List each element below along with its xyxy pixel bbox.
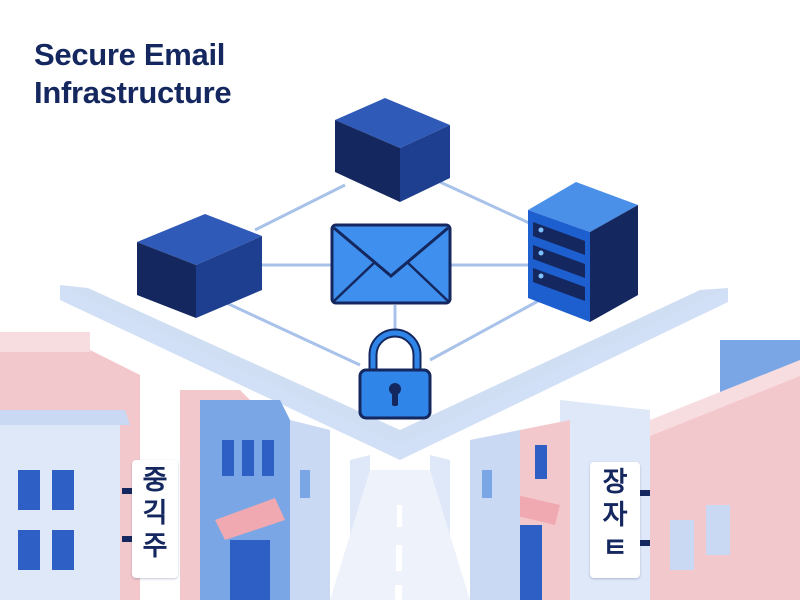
sign-bracket <box>122 536 132 542</box>
sign-char: 중 <box>142 465 168 496</box>
sign-char: ㅌ <box>602 533 628 564</box>
cube-node-icon <box>335 98 450 202</box>
title-line-2: Infrastructure <box>34 75 232 110</box>
title-line-1: Secure Email <box>34 37 226 72</box>
padlock-icon <box>358 328 432 420</box>
sign-bracket <box>122 488 132 494</box>
network-platform <box>60 285 728 460</box>
network-links <box>219 180 541 367</box>
street-sign-right: 장 자 ㅌ <box>590 462 640 578</box>
sign-bracket <box>640 490 650 496</box>
envelope-icon <box>330 223 452 305</box>
sign-char: 주 <box>142 531 168 562</box>
diagram-title: Secure Email Infrastructure <box>34 36 232 112</box>
sign-bracket <box>640 540 650 546</box>
street-background <box>0 332 800 600</box>
sign-char: 긱 <box>142 498 168 529</box>
sign-char: 자 <box>602 500 628 531</box>
server-rack-icon <box>528 182 638 322</box>
street-sign-left: 중 긱 주 <box>132 460 178 578</box>
cube-node-icon <box>137 214 262 318</box>
sign-char: 장 <box>602 467 628 498</box>
